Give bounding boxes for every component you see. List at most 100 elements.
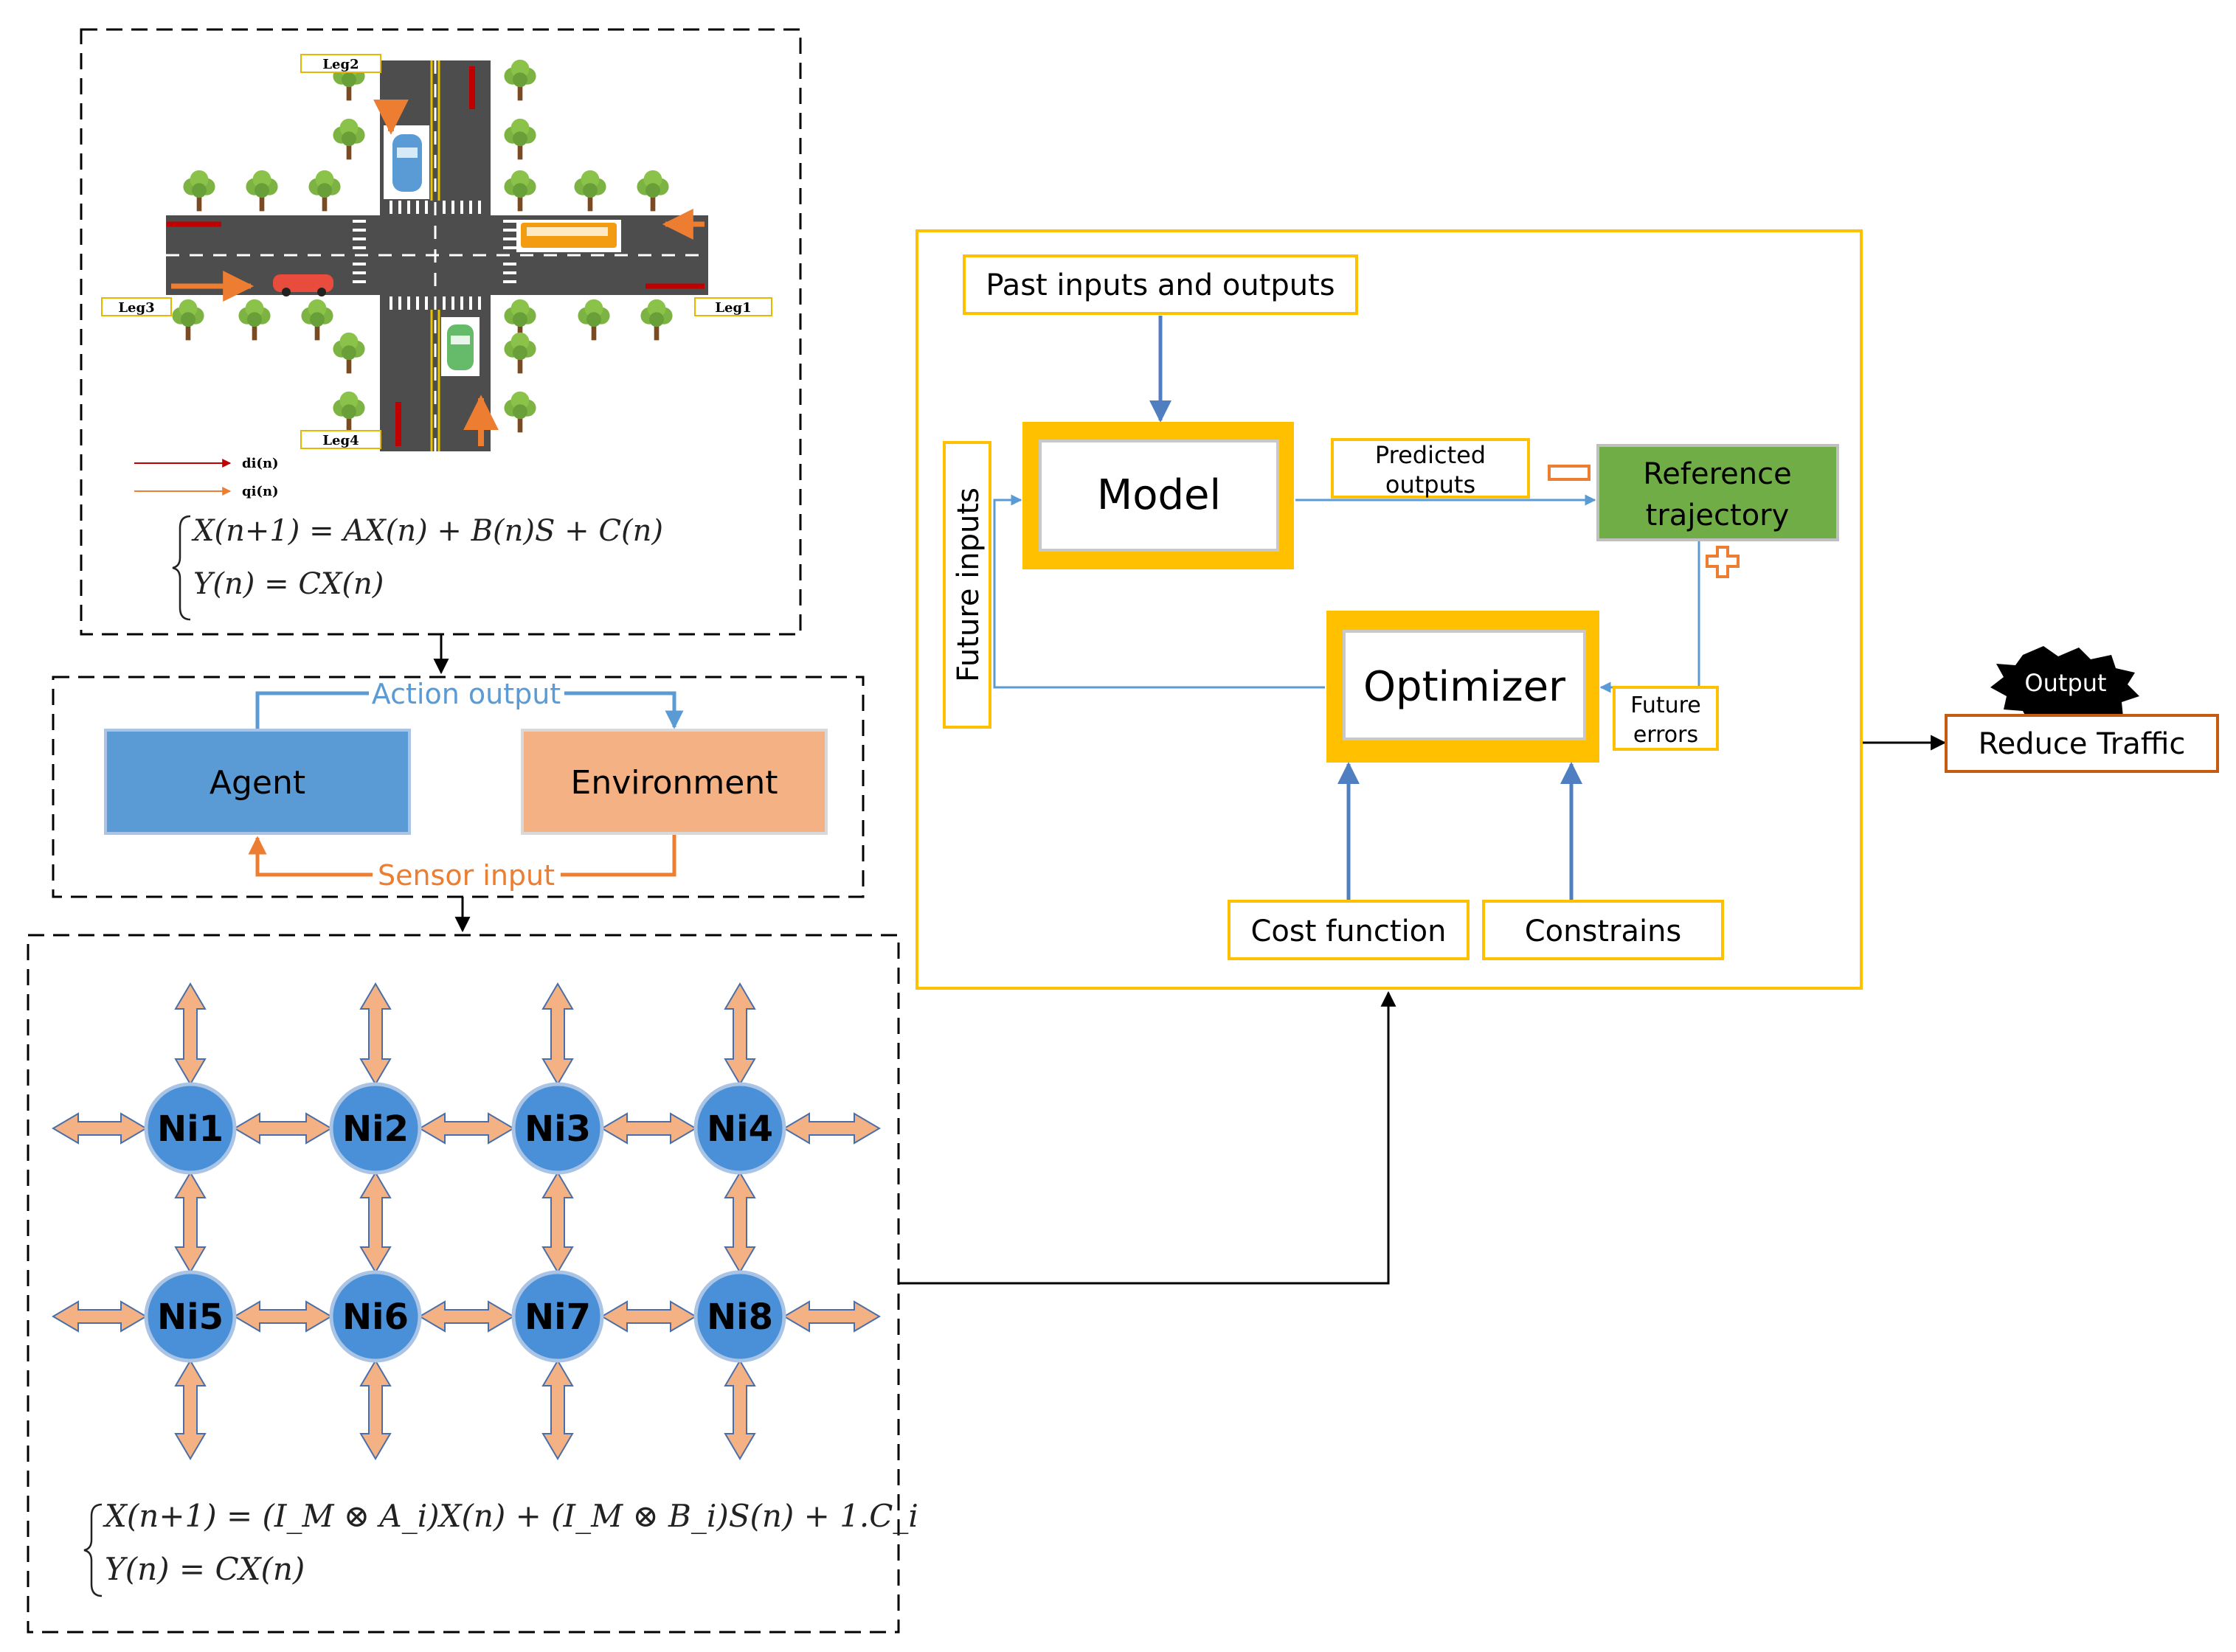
network-node-label: Ni8 — [707, 1297, 773, 1338]
svg-text:Reference: Reference — [1643, 457, 1791, 491]
link-arrow — [541, 1359, 574, 1460]
network-node-label: Ni5 — [157, 1297, 224, 1338]
network-node-label: Ni6 — [342, 1297, 409, 1338]
environment-box — [521, 729, 828, 835]
reference-trajectory-box — [1596, 444, 1839, 541]
link-arrow — [174, 982, 207, 1086]
link-arrow — [52, 1112, 148, 1145]
link-arrow — [541, 1171, 574, 1274]
cost-function-box — [1228, 900, 1470, 960]
svg-text:qi(n): qi(n) — [242, 484, 279, 499]
car-west — [273, 274, 333, 296]
leg-label-1: Leg1 — [694, 297, 772, 316]
svg-text:Agent: Agent — [210, 764, 305, 802]
leg-label-2: Leg2 — [300, 54, 381, 73]
future-inputs-box — [943, 441, 991, 729]
link-arrow — [233, 1112, 333, 1145]
link-arrow — [418, 1300, 515, 1333]
network-node-label: Ni2 — [342, 1108, 409, 1150]
link-arrow — [541, 982, 574, 1086]
crosswalk-south — [390, 296, 481, 310]
link-arrow — [724, 1359, 756, 1460]
grid-arrows — [52, 982, 881, 1460]
svg-text:Past inputs and outputs: Past inputs and outputs — [986, 268, 1335, 302]
past-inputs-box — [963, 254, 1358, 315]
constrains-box — [1482, 900, 1724, 960]
link-arrow — [233, 1300, 333, 1333]
rl-panel: Agent Environment Action output Sensor i… — [52, 676, 865, 898]
link-arrow — [418, 1112, 515, 1145]
car-north — [384, 125, 429, 199]
svg-text:X(n+1) = (I_M ⊗ A_i)X(n) + (I_: X(n+1) = (I_M ⊗ A_i)X(n) + (I_M ⊗ B_i)S(… — [103, 1498, 918, 1534]
intersection-panel: Leg2 Leg3 Leg1 Leg4 di(n) qi(n) X(n+1) =… — [80, 28, 802, 636]
future-errors-box — [1613, 686, 1719, 751]
link-arrow — [600, 1112, 697, 1145]
network-node — [329, 1082, 422, 1175]
network-node — [329, 1270, 422, 1363]
minus-sign — [1548, 465, 1591, 481]
svg-text:outputs: outputs — [1385, 471, 1475, 499]
svg-text:Leg4: Leg4 — [322, 433, 359, 448]
svg-text:X(n+1) = AX(n) + B(n)S + C(n): X(n+1) = AX(n) + B(n)S + C(n) — [191, 514, 663, 548]
network-node — [511, 1082, 604, 1175]
network-node — [693, 1270, 786, 1363]
link-arrow — [724, 982, 756, 1086]
predicted-outputs-box — [1331, 438, 1530, 499]
leg-label-4: Leg4 — [300, 430, 381, 449]
reduce-traffic-box — [1945, 714, 2219, 773]
svg-text:trajectory: trajectory — [1646, 499, 1790, 532]
svg-text:Optimizer: Optimizer — [1363, 663, 1566, 711]
svg-text:Cost function: Cost function — [1250, 914, 1446, 948]
optimizer-box — [1343, 630, 1586, 740]
model-box — [1039, 440, 1279, 552]
svg-text:Constrains: Constrains — [1525, 914, 1682, 948]
svg-text:Model: Model — [1097, 471, 1221, 519]
link-arrow — [359, 1171, 392, 1274]
flow-legend: di(n) qi(n) — [134, 456, 279, 499]
network-node-label: Ni7 — [525, 1297, 591, 1338]
network-node-label: Ni1 — [157, 1108, 224, 1150]
svg-text:di(n): di(n) — [242, 456, 279, 471]
svg-text:Future inputs: Future inputs — [952, 487, 986, 682]
action-output-label: Action output — [372, 678, 561, 710]
svg-text:Leg1: Leg1 — [715, 300, 751, 316]
link-arrow — [724, 1171, 756, 1274]
flow-arrows — [167, 66, 705, 446]
svg-text:Reduce Traffic: Reduce Traffic — [1979, 727, 2186, 761]
network-node — [693, 1082, 786, 1175]
arrow-reference-to-optimizer — [1599, 541, 1700, 693]
link-arrow — [600, 1300, 697, 1333]
network-node — [144, 1082, 237, 1175]
bus-east — [516, 220, 621, 252]
sensor-input-label: Sensor input — [378, 859, 555, 892]
car-south — [441, 317, 480, 376]
network-node-label: Ni3 — [525, 1108, 591, 1150]
link-arrow — [359, 982, 392, 1086]
intersection-equations: X(n+1) = AX(n) + B(n)S + C(n) Y(n) = CX(… — [172, 514, 663, 621]
arrow-optimizer-to-model — [993, 494, 1325, 689]
mpc-panel: Past inputs and outputs Model Predicted … — [915, 229, 1863, 990]
agent-box — [104, 729, 411, 835]
network-node-label: Ni4 — [707, 1108, 773, 1150]
svg-text:Y(n) = CX(n): Y(n) = CX(n) — [193, 567, 384, 601]
leg-label-3: Leg3 — [101, 297, 172, 316]
svg-text:Future: Future — [1630, 693, 1701, 718]
rl-frame — [52, 676, 865, 898]
link-arrow — [359, 1359, 392, 1460]
network-node — [144, 1270, 237, 1363]
svg-text:Leg3: Leg3 — [118, 300, 154, 316]
svg-text:Output: Output — [2024, 669, 2106, 697]
svg-text:Y(n) = CX(n): Y(n) = CX(n) — [105, 1551, 305, 1587]
network-equations: X(n+1) = (I_M ⊗ A_i)X(n) + (I_M ⊗ B_i)S(… — [83, 1498, 918, 1597]
plus-sign — [1706, 546, 1740, 578]
svg-text:Leg2: Leg2 — [322, 57, 359, 72]
link-arrow — [783, 1112, 881, 1145]
link-arrow — [174, 1359, 207, 1460]
arrow-network-to-mpc — [899, 990, 1396, 1285]
svg-text:Predicted: Predicted — [1375, 441, 1486, 469]
output-badge: Output — [1990, 646, 2139, 729]
crosswalk-north — [390, 201, 481, 214]
svg-text:errors: errors — [1633, 722, 1698, 748]
